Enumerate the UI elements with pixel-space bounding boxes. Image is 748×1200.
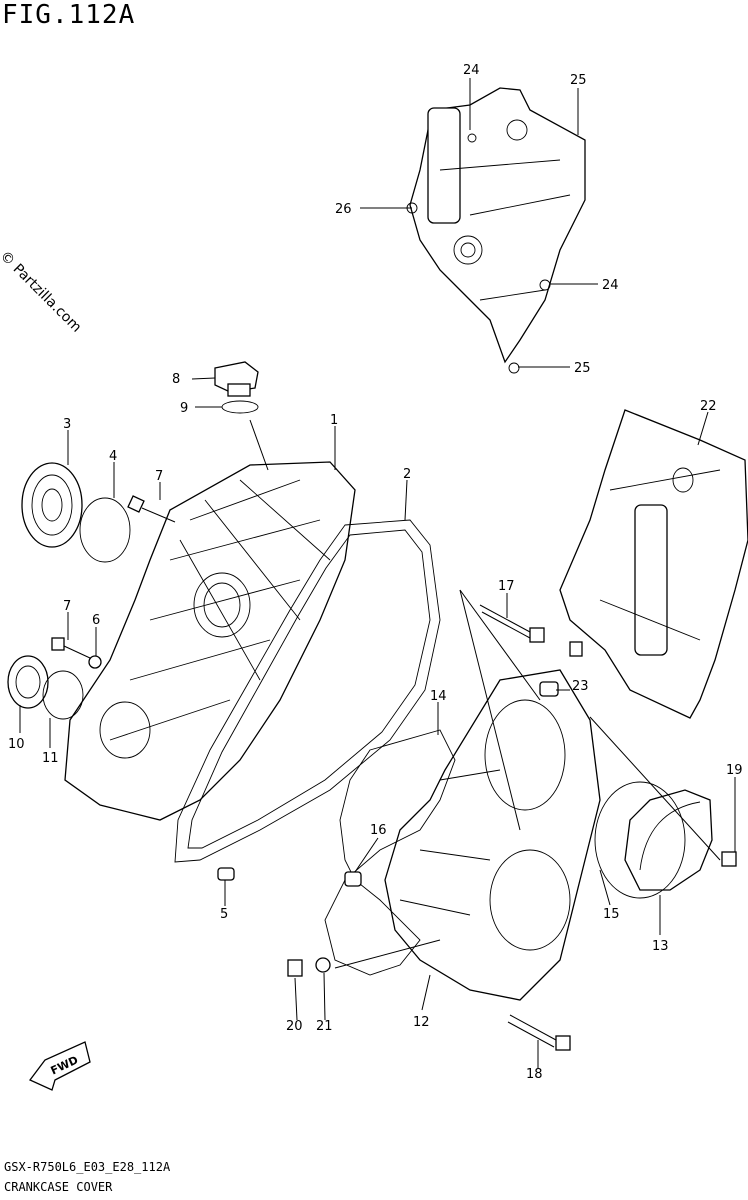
- o-ring-15[interactable]: [594, 781, 686, 899]
- callout-23: 23: [572, 679, 589, 694]
- cover-13[interactable]: [624, 789, 713, 891]
- callout-6: 6: [92, 613, 100, 628]
- callout-12: 12: [413, 1015, 430, 1030]
- crankcase-cover-1[interactable]: [64, 461, 356, 821]
- callout-22: 22: [700, 399, 717, 414]
- bolt-18[interactable]: [507, 1014, 571, 1051]
- figure-title: FIG.112A: [2, 0, 136, 30]
- plug-3[interactable]: [21, 462, 83, 548]
- callout-8: 8: [172, 372, 180, 387]
- bolt-19[interactable]: [721, 851, 737, 867]
- oil-filler-cap-8[interactable]: [214, 361, 259, 397]
- callout-16: 16: [370, 823, 387, 838]
- washer-6[interactable]: [88, 655, 102, 669]
- right-bracket[interactable]: [559, 409, 748, 719]
- washer-21[interactable]: [315, 957, 331, 973]
- callout-25b: 25: [574, 361, 591, 376]
- callout-4: 4: [109, 449, 117, 464]
- upper-bracket[interactable]: [406, 87, 586, 374]
- callout-17: 17: [498, 579, 515, 594]
- callout-1: 1: [330, 413, 338, 428]
- callout-14: 14: [430, 689, 447, 704]
- section-name: CRANKCASE COVER: [4, 1180, 113, 1194]
- callout-7a: 7: [155, 469, 163, 484]
- bolt-17[interactable]: [479, 604, 545, 643]
- callout-24b: 24: [602, 278, 619, 293]
- callout-10: 10: [8, 737, 25, 752]
- callout-20: 20: [286, 1019, 303, 1034]
- callout-11: 11: [42, 751, 59, 766]
- dowel-pin-23[interactable]: [539, 681, 559, 697]
- callout-2: 2: [403, 467, 411, 482]
- o-ring-4[interactable]: [79, 497, 131, 563]
- bolt-20[interactable]: [287, 959, 303, 977]
- dowel-pin-5[interactable]: [217, 867, 235, 881]
- callout-9: 9: [180, 401, 188, 416]
- gasket-14[interactable]: [324, 729, 456, 976]
- model-code: GSX-R750L6_E03_E28_112A: [4, 1160, 171, 1174]
- gasket-2[interactable]: [174, 519, 441, 863]
- bolt-7a[interactable]: [127, 495, 176, 523]
- o-ring-9[interactable]: [221, 400, 259, 414]
- callout-13: 13: [652, 939, 669, 954]
- callout-7b: 7: [63, 599, 71, 614]
- callout-21: 21: [316, 1019, 333, 1034]
- callout-15: 15: [603, 907, 620, 922]
- callout-19: 19: [726, 763, 743, 778]
- plug-10[interactable]: [7, 655, 49, 709]
- callout-24a: 24: [463, 63, 480, 78]
- callout-26: 26: [335, 202, 352, 217]
- leader-lines: [19, 78, 736, 1068]
- dowel-pin-16[interactable]: [344, 871, 362, 887]
- callout-5: 5: [220, 907, 228, 922]
- o-ring-11[interactable]: [42, 670, 84, 720]
- callout-18: 18: [526, 1067, 543, 1082]
- fwd-arrow: [28, 1041, 91, 1091]
- callout-25a: 25: [570, 73, 587, 88]
- bolt-7b[interactable]: [51, 637, 91, 659]
- clutch-cover-12[interactable]: [384, 669, 601, 1001]
- callout-3: 3: [63, 417, 71, 432]
